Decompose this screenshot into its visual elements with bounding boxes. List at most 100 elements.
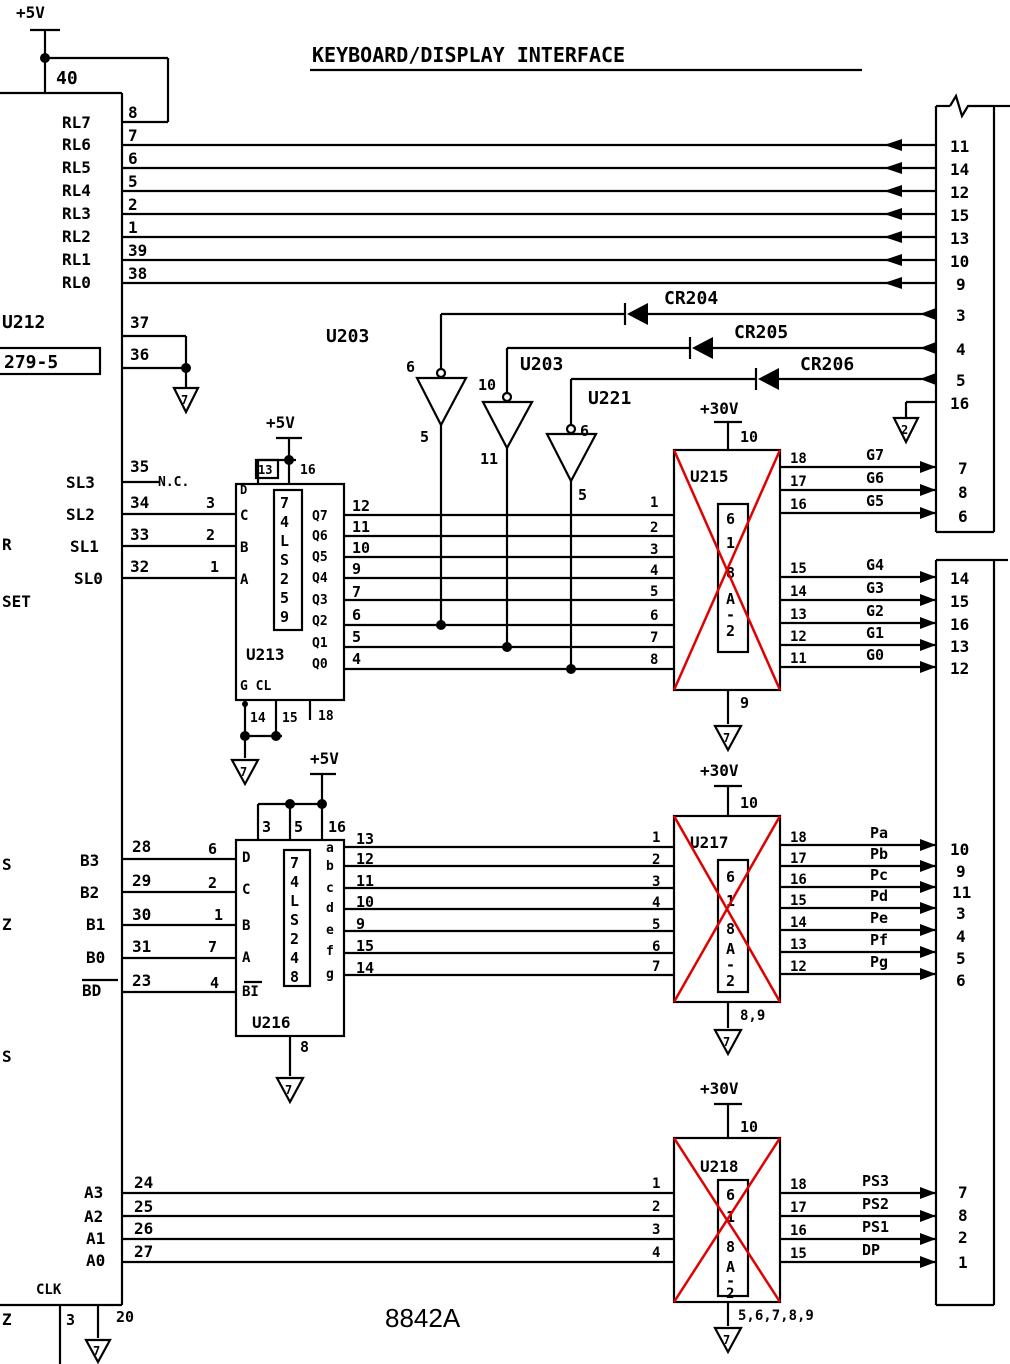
- svg-text:4: 4: [290, 873, 299, 891]
- svg-text:29: 29: [132, 871, 151, 890]
- connector-top: 11 14 12 15 13 10 9 3 4 5 16 7 8 6: [934, 93, 1010, 534]
- svg-text:2: 2: [652, 1199, 660, 1215]
- svg-text:a: a: [326, 841, 334, 856]
- ground-symbol: 2: [892, 416, 920, 445]
- ground-symbol: 7: [713, 1326, 743, 1355]
- svg-text:10: 10: [950, 252, 969, 271]
- svg-text:e: e: [326, 923, 334, 938]
- svg-text:5: 5: [420, 428, 429, 446]
- u212-part: 279-5: [4, 352, 58, 373]
- svg-text:Pc: Pc: [870, 866, 888, 884]
- svg-text:10: 10: [740, 428, 758, 446]
- svg-text:7: 7: [352, 583, 361, 601]
- svg-text:Pe: Pe: [870, 909, 888, 927]
- rl-label: RL0: [62, 273, 91, 292]
- svg-text:f: f: [326, 944, 334, 959]
- svg-text:6: 6: [652, 939, 660, 955]
- svg-text:G2: G2: [866, 602, 884, 620]
- svg-text:8: 8: [726, 1238, 735, 1256]
- svg-text:12: 12: [790, 959, 807, 975]
- rl-pin: 1: [128, 218, 138, 237]
- svg-text:B3: B3: [80, 851, 99, 870]
- diode-cr206: CR206: [754, 354, 936, 390]
- svg-text:3: 3: [66, 1311, 75, 1329]
- u218-input-pins: 1 2 3 4: [652, 1176, 660, 1261]
- sl-pins: SL3 SL2 SL1 SL0 35 34 33 32 N.C.: [66, 457, 236, 588]
- svg-text:G4: G4: [866, 556, 884, 574]
- svg-text:S: S: [280, 551, 289, 569]
- svg-text:10: 10: [352, 539, 370, 557]
- u217-outputs: 18 17 16 15 14 13 12 Pa Pb Pc Pd Pe Pf P…: [780, 824, 936, 980]
- svg-text:26: 26: [134, 1219, 153, 1238]
- svg-text:15: 15: [950, 206, 969, 225]
- svg-text:11: 11: [790, 651, 807, 667]
- svg-text:4: 4: [652, 1245, 660, 1261]
- svg-text:15: 15: [356, 937, 374, 955]
- sl-pin: 33: [130, 525, 149, 544]
- svg-text:-: -: [726, 1272, 735, 1290]
- svg-text:5: 5: [578, 486, 587, 504]
- svg-text:15: 15: [950, 592, 969, 611]
- ground-symbol: 7: [713, 1028, 743, 1057]
- svg-text:B: B: [242, 918, 250, 934]
- svg-text:11: 11: [480, 450, 498, 468]
- svg-text:b: b: [326, 859, 334, 874]
- svg-text:C: C: [240, 508, 248, 524]
- svg-text:15: 15: [282, 711, 298, 726]
- svg-text:1: 1: [214, 906, 223, 924]
- svg-text:Q1: Q1: [312, 636, 328, 651]
- svg-text:A0: A0: [86, 1251, 105, 1270]
- u216-ref: U216: [252, 1013, 291, 1032]
- svg-text:Q2: Q2: [312, 614, 328, 629]
- svg-text:16: 16: [328, 818, 346, 836]
- svg-text:PS3: PS3: [862, 1172, 889, 1190]
- svg-text:BD: BD: [82, 981, 101, 1000]
- svg-text:8: 8: [290, 968, 299, 986]
- svg-text:2: 2: [290, 930, 299, 948]
- svg-text:16: 16: [300, 463, 316, 478]
- svg-text:4: 4: [650, 563, 658, 579]
- svg-text:PS2: PS2: [862, 1195, 889, 1213]
- svg-text:17: 17: [790, 851, 807, 867]
- svg-text:A3: A3: [84, 1183, 103, 1202]
- svg-text:24: 24: [134, 1173, 153, 1192]
- u213-ref: U213: [246, 645, 285, 664]
- u212-partial-label: R: [2, 535, 12, 554]
- ground-symbol: 7: [84, 1338, 112, 1364]
- svg-text:6: 6: [352, 606, 361, 624]
- svg-text:4: 4: [210, 974, 219, 992]
- svg-text:14: 14: [356, 959, 374, 977]
- svg-text:2: 2: [650, 520, 658, 536]
- svg-text:18: 18: [790, 830, 807, 846]
- svg-text:5: 5: [652, 917, 660, 933]
- svg-text:4: 4: [352, 650, 361, 668]
- svg-text:18: 18: [790, 1177, 807, 1193]
- svg-text:3: 3: [650, 542, 658, 558]
- svg-text:B0: B0: [86, 948, 105, 967]
- sl-label: SL1: [70, 537, 99, 556]
- svg-text:G3: G3: [866, 579, 884, 597]
- svg-text:8,9: 8,9: [740, 1008, 765, 1024]
- svg-text:Q6: Q6: [312, 529, 328, 544]
- ground-symbol: 7: [172, 386, 200, 415]
- rl-wires: [122, 139, 936, 289]
- svg-text:Pd: Pd: [870, 887, 888, 905]
- svg-text:G7: G7: [866, 446, 884, 464]
- rl-pin: 8: [128, 103, 138, 122]
- u212-gnd-pin: 36: [130, 345, 149, 364]
- u212-power-label: +5V: [16, 3, 45, 22]
- svg-text:6: 6: [580, 422, 589, 440]
- svg-text:7: 7: [723, 1333, 730, 1347]
- u217-ref: U217: [690, 833, 729, 852]
- svg-text:2: 2: [726, 622, 735, 640]
- u215-outputs: 18 17 16 G7 G6 G5 15 14 13 12 11 G4 G3 G…: [780, 446, 936, 673]
- svg-text:L: L: [290, 892, 299, 910]
- svg-text:10: 10: [740, 794, 758, 812]
- u217-power-label: +30V: [700, 761, 739, 780]
- svg-text:7: 7: [285, 1083, 292, 1097]
- rl-pin: 5: [128, 172, 138, 191]
- svg-text:16: 16: [790, 1223, 807, 1239]
- svg-text:7: 7: [652, 959, 660, 975]
- rl-label: RL7: [62, 113, 91, 132]
- svg-text:A: A: [726, 590, 735, 608]
